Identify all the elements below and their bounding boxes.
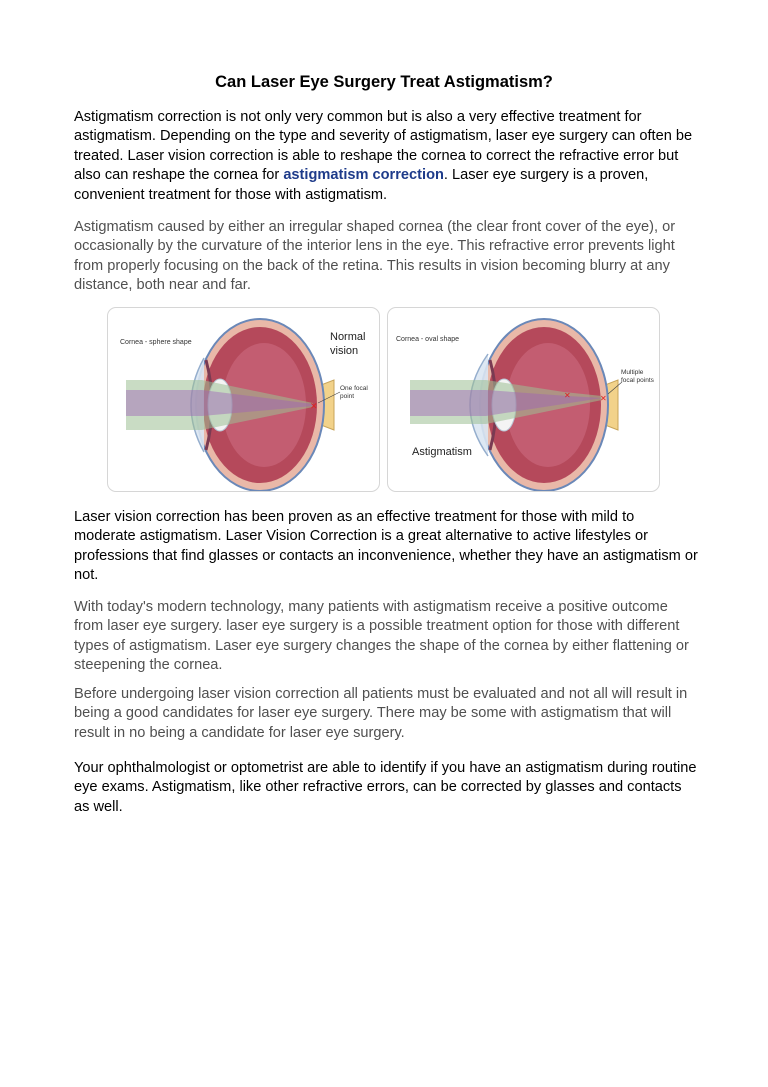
normal-vision-title-line1: Normal bbox=[330, 331, 366, 343]
cornea-oval-label: Cornea - oval shape bbox=[396, 336, 460, 343]
multiple-focal-points-label-line1: Multiple bbox=[621, 369, 644, 376]
page-title: Can Laser Eye Surgery Treat Astigmatism? bbox=[215, 73, 553, 91]
multiple-focal-points-label-line2: focal points bbox=[621, 377, 654, 384]
paragraph-technology: With today's modern technology, many pat… bbox=[74, 599, 689, 674]
cornea-sphere-label: Cornea - sphere shape bbox=[120, 339, 192, 346]
focal-point-marker-2: ✕ bbox=[600, 394, 607, 403]
paragraph-intro-text-a: Astigmatism correction is not only very … bbox=[74, 109, 693, 184]
normal-vision-panel: ✕ Cornea - sphere shape Normal vision On… bbox=[107, 307, 380, 492]
light-beam-purple bbox=[126, 390, 313, 416]
light-beam-purple-astig bbox=[410, 390, 602, 416]
normal-vision-title-line2: vision bbox=[330, 345, 359, 357]
paragraph-causes: Astigmatism caused by either an irregula… bbox=[74, 219, 676, 294]
focal-point-marker-1: ✕ bbox=[564, 391, 571, 400]
one-focal-point-label-line1: One focal bbox=[340, 385, 368, 392]
focal-points-pointer bbox=[607, 381, 623, 395]
paragraph-evaluation: Before undergoing laser vision correctio… bbox=[74, 686, 688, 741]
astigmatism-panel: ✕ ✕ Cornea - oval shape Multiple focal p… bbox=[387, 307, 660, 492]
astigmatic-eye-illustration: ✕ ✕ bbox=[410, 318, 623, 491]
paragraph-eye-exams: Your ophthalmologist or optometrist are … bbox=[74, 760, 697, 815]
focal-point-marker: ✕ bbox=[310, 401, 318, 411]
astigmatism-title-label: Astigmatism bbox=[412, 446, 472, 458]
light-beam-green-astig bbox=[410, 380, 602, 424]
light-beam-green bbox=[126, 380, 313, 430]
eye-diagram-figure: ✕ Cornea - sphere shape Normal vision On… bbox=[107, 307, 660, 492]
one-focal-point-label-line2: point bbox=[340, 393, 355, 400]
paragraph-intro: Astigmatism correction is not only very … bbox=[74, 108, 699, 205]
normal-eye-illustration: ✕ bbox=[126, 318, 341, 491]
astigmatism-correction-link[interactable]: astigmatism correction bbox=[283, 167, 444, 184]
paragraph-effectiveness: Laser vision correction has been proven … bbox=[74, 509, 698, 584]
focal-point-pointer bbox=[317, 391, 341, 404]
paragraph-intro-text-b: . Laser eye surgery is a proven, conveni… bbox=[74, 167, 649, 203]
